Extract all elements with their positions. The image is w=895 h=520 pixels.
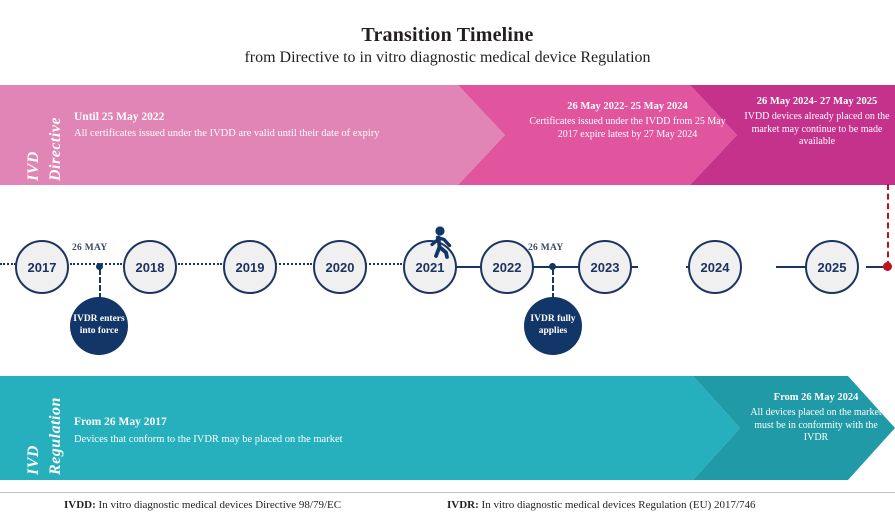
regulation-band-label-ivd: IVD: [25, 445, 42, 475]
directive-segment-2-body: Certificates issued under the IVDD from …: [529, 116, 726, 140]
legend-abbr-ivdr: IVDR:: [447, 499, 479, 511]
directive-segment-1-text: Until 25 May 2022 All certificates issue…: [74, 110, 454, 141]
end-marker-stem: [887, 184, 889, 267]
regulation-segment-1: [0, 376, 740, 480]
directive-segment-2-text: 26 May 2022- 25 May 2024 Certificates is…: [520, 100, 735, 141]
event-1-bubble[interactable]: IVDR enters into force: [70, 297, 128, 355]
event-2-date: 26 MAY: [528, 243, 564, 253]
event-2-bubble[interactable]: IVDR fully applies: [524, 297, 582, 355]
timeline: 2017 2018 2019 2020 2021 2022 2023 2024 …: [0, 184, 895, 375]
legend-item-ivdr: IVDR: In vitro diagnostic medical device…: [447, 499, 756, 511]
timeline-year-2023[interactable]: 2023: [578, 240, 632, 294]
event-1-node: [96, 263, 103, 270]
regulation-segment-1-body: Devices that conform to the IVDR may be …: [74, 434, 343, 446]
timeline-year-2025[interactable]: 2025: [805, 240, 859, 294]
directive-segment-2-heading: 26 May 2022- 25 May 2024: [567, 101, 688, 112]
timeline-year-2021[interactable]: 2021: [403, 240, 457, 294]
axis-dotted-2019-2020: [268, 263, 312, 273]
timeline-year-2019[interactable]: 2019: [223, 240, 277, 294]
legend-definition-ivdd: In vitro diagnostic medical devices Dire…: [98, 499, 342, 511]
event-1-date: 26 MAY: [72, 243, 108, 253]
legend-definition-ivdr: In vitro diagnostic medical devices Regu…: [481, 499, 756, 511]
timeline-year-2020[interactable]: 2020: [313, 240, 367, 294]
directive-segment-3-text: 26 May 2024- 27 May 2025 IVDD devices al…: [742, 95, 892, 149]
axis-solid-2024-2025: [776, 266, 818, 268]
end-marker-dot: [883, 262, 892, 271]
directive-segment-1-body: All certificates issued under the IVDD a…: [74, 128, 380, 140]
legend-abbr-ivdd: IVDD:: [64, 499, 96, 511]
walking-person-icon: [424, 226, 456, 271]
event-2-node: [549, 263, 556, 270]
timeline-year-2017[interactable]: 2017: [15, 240, 69, 294]
footer-legend: IVDD: In vitro diagnostic medical device…: [0, 492, 895, 520]
timeline-year-2022[interactable]: 2022: [480, 240, 534, 294]
directive-segment-1-heading: Until 25 May 2022: [74, 111, 165, 123]
ivd-directive-band: IVD Directive Until 25 May 2022 All cert…: [0, 85, 895, 185]
directive-segment-3-heading: 26 May 2024- 27 May 2025: [756, 96, 878, 107]
timeline-year-2024[interactable]: 2024: [688, 240, 742, 294]
directive-segment-3-body: IVDD devices already placed on the marke…: [744, 111, 890, 148]
regulation-band-label-regulation: Regulation: [47, 397, 64, 475]
axis-dotted-2020-2021: [358, 263, 402, 273]
regulation-segment-2-text: From 26 May 2024 All devices placed on t…: [745, 391, 887, 445]
timeline-year-2018[interactable]: 2018: [123, 240, 177, 294]
axis-solid-2021-2022: [440, 266, 480, 268]
page-title: Transition Timeline: [361, 24, 534, 46]
directive-segment-1: [0, 85, 505, 185]
regulation-segment-1-heading: From 26 May 2017: [74, 416, 167, 428]
page-subtitle: from Directive to in vitro diagnostic me…: [244, 49, 651, 66]
regulation-segment-1-text: From 26 May 2017 Devices that conform to…: [74, 415, 494, 447]
axis-dotted-start: [0, 263, 16, 273]
axis-solid-end: [866, 266, 888, 268]
legend-item-ivdd: IVDD: In vitro diagnostic medical device…: [64, 499, 341, 511]
ivd-regulation-band: IVD Regulation From 26 May 2017 Devices …: [0, 376, 895, 480]
directive-band-label-ivd: IVD: [25, 151, 42, 181]
directive-band-label-directive: Directive: [47, 116, 64, 181]
regulation-segment-2-heading: From 26 May 2024: [773, 392, 859, 403]
regulation-segment-2-body: All devices placed on the market must be…: [750, 407, 882, 444]
event-1-stem: [99, 269, 101, 299]
event-2-stem: [552, 269, 554, 299]
axis-dotted-2018-2019: [178, 263, 222, 273]
